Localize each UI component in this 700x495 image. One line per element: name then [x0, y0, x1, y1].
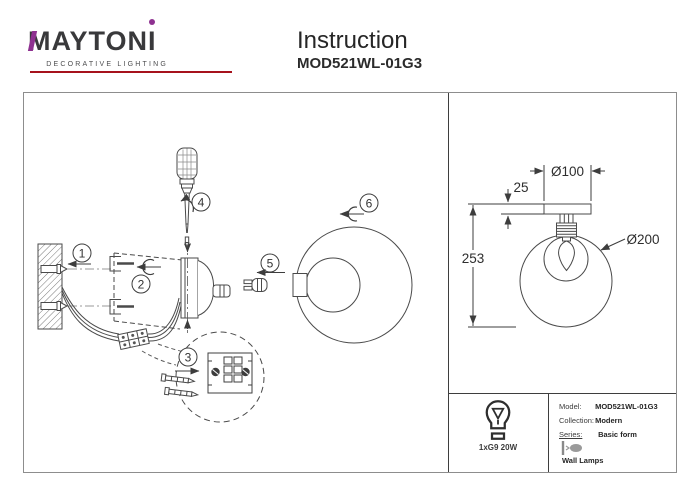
g9-bulb-icon — [243, 278, 268, 292]
collection-label: Collection: — [559, 416, 595, 425]
mounting-plate — [543, 203, 592, 215]
step-3-badge: 3 — [175, 347, 200, 375]
logo-underline — [30, 71, 232, 73]
bulb-icon — [485, 400, 511, 440]
detail-circle — [175, 331, 265, 423]
svg-text:5: 5 — [267, 257, 274, 271]
canopy-side-view — [180, 257, 231, 319]
glass-globe — [292, 226, 413, 344]
assembly-diagram: 1 2 — [37, 147, 413, 423]
dim-globe-diameter: Ø200 — [600, 232, 660, 251]
content-frame: 1 2 — [23, 92, 677, 473]
brand-logo: MAYTONI — [28, 19, 157, 57]
svg-text:Ø100: Ø100 — [551, 164, 584, 179]
rotate-icon — [142, 258, 155, 276]
step-5-badge: 5 — [256, 253, 285, 276]
spec-cell-divider — [548, 393, 549, 472]
svg-text:6: 6 — [366, 197, 373, 211]
model-number: MOD521WL-01G3 — [297, 55, 423, 72]
svg-text:253: 253 — [462, 251, 485, 266]
dim-plate-offset: 25 — [468, 180, 544, 229]
type-value: Wall Lamps — [562, 456, 604, 465]
dim-top-diameter: Ø100 — [530, 164, 605, 201]
dimension-drawing: Ø100 25 253 Ø200 — [457, 164, 660, 328]
spec-row-type: Wall Lamps — [559, 440, 603, 465]
anchor-screw-top — [40, 264, 114, 274]
svg-text:Ø200: Ø200 — [626, 232, 659, 247]
bulb-spec-cell: 1xG9 20W — [448, 393, 548, 472]
svg-text:2: 2 — [138, 278, 145, 292]
step-2-badge: 2 — [131, 258, 161, 294]
rotate-icon — [180, 193, 194, 213]
terminal-block-detail — [207, 352, 253, 394]
series-value: Basic form — [598, 430, 637, 439]
brand-tagline: DECORATIVE LIGHTING — [46, 61, 168, 68]
anchor-screw-bottom — [40, 301, 114, 311]
dim-height: 253 — [457, 205, 516, 328]
spec-top-divider — [449, 393, 676, 394]
wall-lamp-icon — [561, 441, 582, 455]
socket-collar — [556, 222, 577, 238]
step-6-badge: 6 — [339, 193, 379, 222]
candle-bulb — [558, 240, 575, 272]
step-1-badge: 1 — [67, 243, 92, 268]
screws-pair — [160, 373, 200, 397]
series-label: Series: — [559, 430, 583, 439]
svg-text:1: 1 — [79, 247, 86, 261]
keyhole-slots — [109, 256, 134, 315]
step-4-badge: 4 — [180, 192, 211, 213]
svg-text:25: 25 — [513, 180, 528, 195]
spec-row-model: Model: MOD521WL-01G3 — [559, 402, 658, 411]
mounting-bracket — [113, 252, 183, 330]
spec-table: Model: MOD521WL-01G3 Collection: Modern … — [549, 393, 676, 472]
brand-dot — [149, 19, 156, 25]
bulb-label: 1xG9 20W — [478, 443, 518, 452]
collection-value: Modern — [595, 416, 623, 425]
wires — [61, 286, 182, 342]
brand-letter-i: I — [148, 19, 157, 56]
wall-section — [37, 243, 63, 330]
globe-opening-circle — [543, 236, 589, 282]
model-label: Model: — [559, 402, 582, 411]
rotate-icon — [347, 206, 358, 222]
brand-text: MAYTON — [28, 26, 149, 56]
svg-text:4: 4 — [198, 196, 205, 210]
page-title: Instruction — [297, 27, 408, 54]
lamp-outline — [519, 203, 613, 328]
spec-row-collection: Collection: Modern — [559, 416, 622, 425]
svg-text:3: 3 — [185, 351, 192, 365]
model-value: MOD521WL-01G3 — [595, 402, 658, 411]
detail-leader-lines — [141, 343, 185, 366]
vertical-divider — [448, 93, 449, 472]
terminal-block — [117, 328, 150, 351]
spec-row-series: Series: Basic form — [559, 430, 637, 439]
